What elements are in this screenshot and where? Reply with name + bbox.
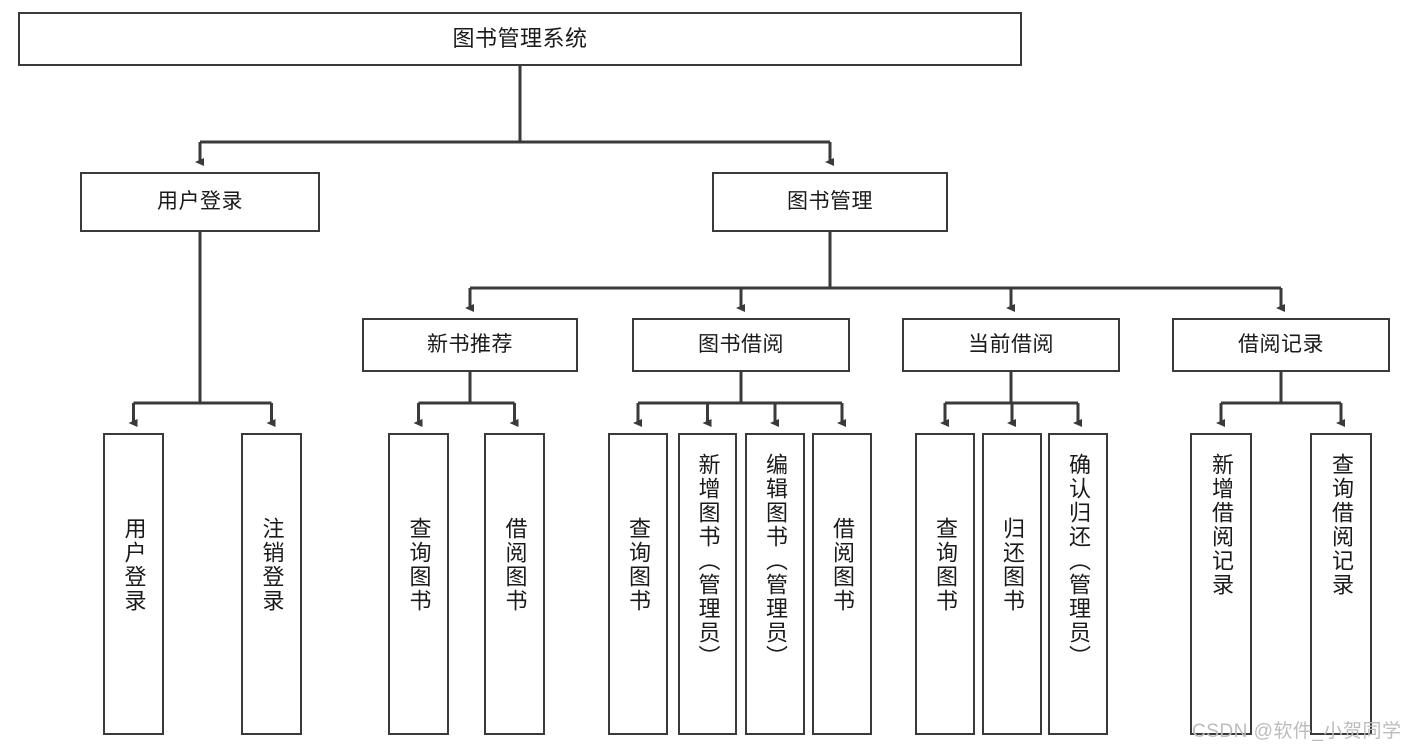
node-label: 查询图书 xyxy=(933,517,958,613)
node-l5[interactable]: 查询图书 xyxy=(608,433,668,735)
node-label: 编辑图书（管理员） xyxy=(763,453,788,669)
node-label: 注销登录 xyxy=(259,517,285,613)
node-l3[interactable]: 查询图书 xyxy=(388,433,449,735)
node-label: 图书管理 xyxy=(787,189,873,213)
node-l4[interactable]: 借阅图书 xyxy=(484,433,545,735)
node-l2[interactable]: 注销登录 xyxy=(241,433,302,735)
node-record[interactable]: 借阅记录 xyxy=(1172,318,1390,372)
node-label: 借阅图书 xyxy=(830,517,855,613)
node-label: 查询图书 xyxy=(626,517,651,613)
node-label: 当前借阅 xyxy=(968,332,1054,356)
node-l12[interactable]: 新增借阅记录 xyxy=(1190,433,1252,735)
node-l7[interactable]: 编辑图书（管理员） xyxy=(745,433,805,735)
node-l10[interactable]: 归还图书 xyxy=(982,433,1042,735)
node-label: 图书借阅 xyxy=(698,332,784,356)
node-label: 查询图书 xyxy=(406,517,432,613)
node-newbook[interactable]: 新书推荐 xyxy=(362,318,578,372)
node-label: 查询借阅记录 xyxy=(1329,453,1354,597)
node-borrow[interactable]: 图书借阅 xyxy=(632,318,850,372)
node-label: 借阅记录 xyxy=(1238,332,1324,356)
node-label: 新书推荐 xyxy=(427,332,513,356)
node-l8[interactable]: 借阅图书 xyxy=(812,433,872,735)
watermark-label: CSDN @软件_小贺同学 xyxy=(1192,721,1402,742)
node-label: 归还图书 xyxy=(1000,517,1025,613)
node-login[interactable]: 用户登录 xyxy=(80,172,320,232)
node-label: 用户登录 xyxy=(121,517,147,613)
node-l6[interactable]: 新增图书（管理员） xyxy=(678,433,737,735)
node-current[interactable]: 当前借阅 xyxy=(902,318,1120,372)
node-l9[interactable]: 查询图书 xyxy=(915,433,975,735)
node-bookmgmt[interactable]: 图书管理 xyxy=(712,172,948,232)
node-label: 新增图书（管理员） xyxy=(695,453,721,669)
node-label: 用户登录 xyxy=(157,189,243,213)
node-root[interactable]: 图书管理系统 xyxy=(18,12,1022,66)
node-label: 图书管理系统 xyxy=(452,26,588,52)
node-l1[interactable]: 用户登录 xyxy=(103,433,164,735)
node-label: 新增借阅记录 xyxy=(1209,453,1234,597)
node-label: 借阅图书 xyxy=(502,517,528,613)
node-l13[interactable]: 查询借阅记录 xyxy=(1310,433,1372,735)
node-label: 确认归还（管理员） xyxy=(1066,453,1091,669)
node-l11[interactable]: 确认归还（管理员） xyxy=(1048,433,1108,735)
